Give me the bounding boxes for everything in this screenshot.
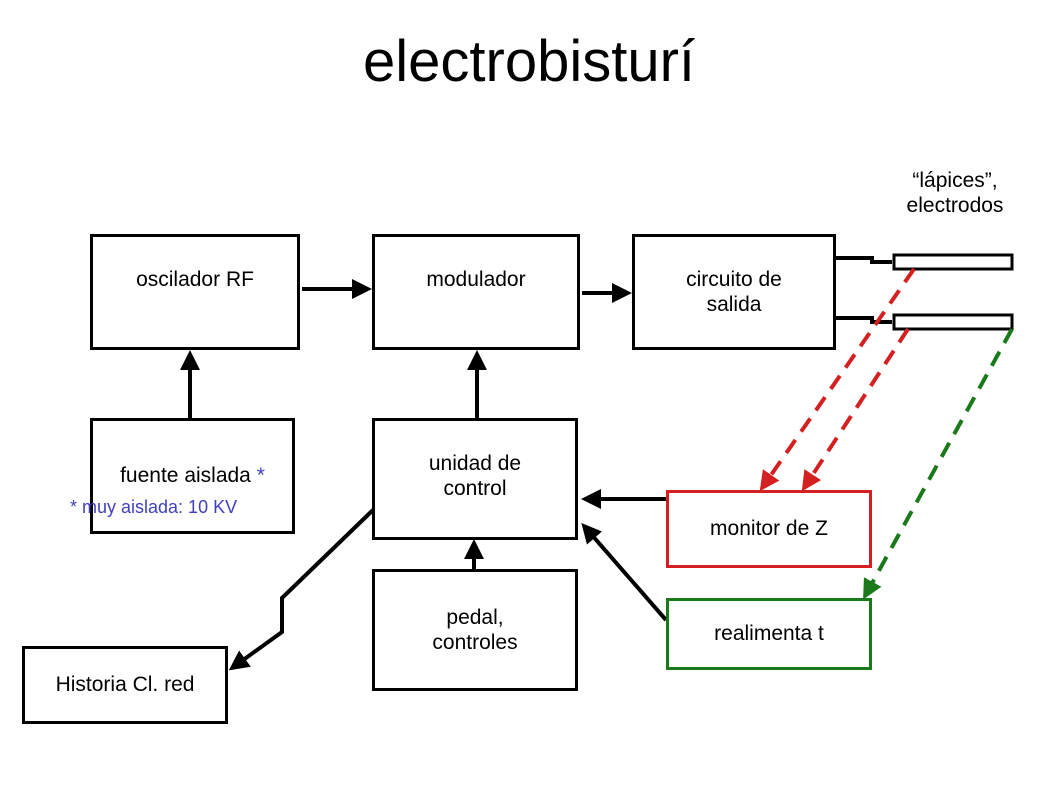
block-pedal-controles-label: pedal, controles	[432, 605, 518, 654]
block-unidad-control: unidad de control	[372, 418, 578, 540]
block-modulador: modulador	[372, 234, 580, 350]
block-circuito-salida-label: circuito de salida	[686, 267, 782, 316]
block-modulador-label: modulador	[426, 268, 526, 291]
wire-circuito-electrode-1	[836, 256, 892, 264]
block-realimenta-t-label: realimenta t	[714, 622, 824, 646]
wire-circuito-electrode-2	[836, 316, 892, 324]
block-unidad-control-label: unidad de control	[428, 452, 522, 501]
block-oscilador-rf: oscilador RF	[90, 234, 300, 350]
dashed-electrode2-monitor	[801, 327, 910, 492]
page-title: electrobisturí	[362, 29, 696, 94]
network-link	[228, 508, 375, 671]
block-circuito-salida: circuito de salida	[632, 234, 836, 350]
block-pedal-controles: pedal, controles	[372, 569, 578, 691]
electrodes-label: “lápices”, electrodos	[906, 169, 1004, 218]
block-fuente-aislada-text: fuente aislada *	[120, 463, 265, 488]
block-historia-clinica: Historia Cl. red	[22, 646, 228, 724]
arrow-realimenta-unidad	[581, 522, 668, 622]
block-monitor-z: monitor de Z	[666, 490, 872, 568]
electrode-1	[892, 253, 1014, 271]
block-fuente-aislada-label: fuente aislada	[120, 464, 251, 488]
block-fuente-aislada: fuente aislada *	[90, 418, 295, 534]
isolation-note: * muy aislada: 10 KV	[70, 497, 238, 517]
block-oscilador-rf-label: oscilador RF	[136, 268, 254, 291]
block-monitor-z-label: monitor de Z	[710, 517, 828, 541]
dashed-electrode2-realimenta	[863, 328, 1014, 600]
dashed-electrode1-monitor	[759, 267, 916, 492]
isolation-star-marker: *	[256, 464, 265, 488]
block-realimenta-t: realimenta t	[666, 598, 872, 670]
block-historia-clinica-label: Historia Cl. red	[55, 673, 195, 697]
electrode-2	[892, 313, 1014, 331]
